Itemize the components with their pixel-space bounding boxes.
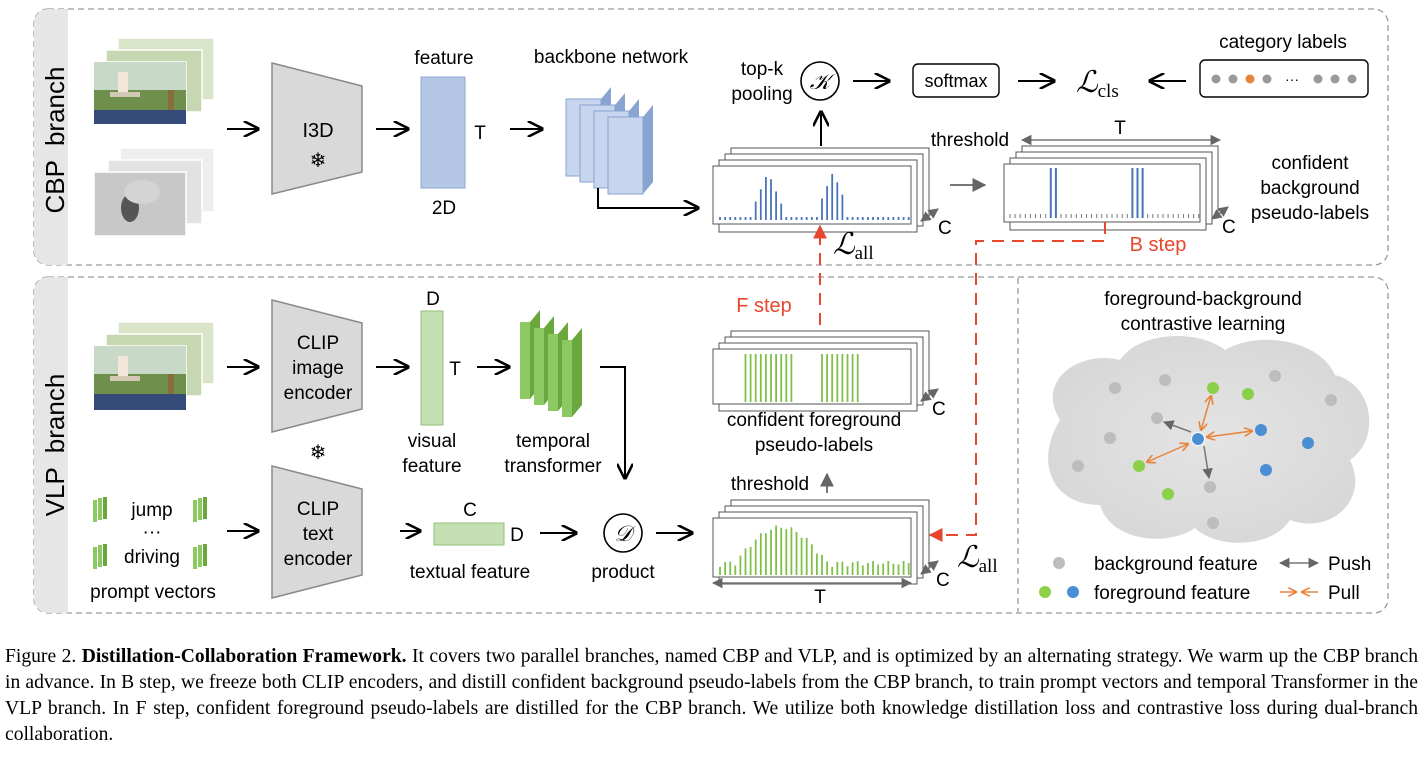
bg-pseudo-bars: [1009, 168, 1200, 218]
contrastive-points: [1072, 370, 1337, 529]
cbp-side-bar: [34, 9, 68, 265]
visual-t-label: T: [449, 359, 461, 380]
temporal-transformer: [520, 310, 582, 417]
framework-diagram: CBP branch I3D ❄ feature T 2D backbone n…: [33, 8, 1389, 614]
vlp-loss-all: ℒall: [957, 541, 998, 577]
d-symbol: 𝒟: [614, 521, 636, 546]
visual-feature-2: feature: [402, 456, 461, 477]
softmax-label: softmax: [924, 71, 987, 91]
bg-pseudo-stack: [1003, 145, 1219, 231]
vlp-t-label: T: [814, 587, 826, 608]
rgb-frames: [93, 37, 215, 125]
softmax-box: [912, 63, 1000, 98]
loss-cls: ℒcls: [1076, 66, 1119, 102]
clip-image-label-2: image: [292, 358, 344, 379]
contrastive-title-1: foreground-background: [1104, 289, 1302, 310]
caption-prefix: Figure 2.: [5, 646, 82, 667]
temporal-label-1: temporal: [516, 431, 590, 452]
legend-pull-label: Pull: [1328, 583, 1360, 604]
vlp-branch-label: VLP branch: [40, 374, 70, 517]
category-ellipsis: ···: [1285, 71, 1299, 87]
legend-fg-green-dot: [1039, 586, 1051, 598]
b-step-label: B step: [1130, 234, 1187, 256]
vlp-panel: [33, 276, 1389, 614]
clip-image-label-3: encoder: [284, 383, 353, 404]
backbone-label: backbone network: [534, 47, 689, 68]
product-node: [603, 513, 643, 553]
clip-image-label-1: CLIP: [297, 333, 339, 354]
push-pull-arrows: [1147, 396, 1252, 480]
feature-label: feature: [414, 48, 473, 69]
i3d-feature: [420, 76, 466, 189]
vlp-threshold-label: threshold: [731, 474, 809, 495]
visual-feature-1: visual: [408, 431, 457, 452]
topk-label-2: pooling: [731, 84, 792, 105]
category-labels-title: category labels: [1219, 32, 1347, 53]
cbp-loss-all: ℒall: [833, 228, 874, 264]
vlp-side-bar: [34, 277, 68, 613]
b-step-arrow: [928, 222, 1106, 542]
confident-fg-2: pseudo-labels: [755, 435, 873, 456]
temporal-label-2: transformer: [504, 456, 602, 477]
confident-fg-1: confident foreground: [727, 410, 901, 431]
caption-body: It covers two parallel branches, named C…: [5, 646, 1418, 745]
flow-frames: [93, 147, 215, 237]
clip-text-encoder: [271, 465, 363, 599]
topk-label-1: top-k: [741, 59, 784, 80]
confident-bg-2: background: [1260, 178, 1359, 199]
cbp-logit-bars: [719, 173, 910, 220]
confident-bg-1: confident: [1271, 153, 1349, 174]
legend-bg-dot: [1053, 557, 1065, 569]
f-step-label: F step: [736, 295, 792, 317]
legend-push-label: Push: [1328, 554, 1371, 575]
clip-image-encoder: [271, 299, 363, 433]
textual-c-label: C: [463, 500, 477, 521]
product-label: product: [591, 562, 655, 583]
freeze-icon: ❄: [310, 150, 327, 172]
backbone-network: [565, 87, 653, 195]
prompt-driving: driving: [124, 547, 180, 568]
clip-text-label-2: text: [303, 524, 334, 545]
feature-t-label: T: [474, 123, 486, 144]
legend-fg-label: foreground feature: [1094, 583, 1250, 604]
fg-pseudo-bars: [744, 354, 859, 402]
cbp-logits-stack: [712, 147, 930, 233]
i3d-encoder: [271, 62, 363, 195]
topk-pooling-node: [800, 61, 840, 101]
prompt-dots: ···: [143, 522, 162, 543]
visual-d-label: D: [426, 289, 440, 310]
textual-feature: [433, 522, 505, 546]
clip-text-label-3: encoder: [284, 549, 353, 570]
vlp-logit-bars: [719, 525, 910, 575]
cbp-logits-c-label: C: [938, 218, 952, 239]
caption-title: Distillation-Collaboration Framework.: [81, 646, 407, 667]
cbp-panel: [33, 8, 1389, 266]
visual-feature: [420, 310, 444, 426]
textual-feature-label: textual feature: [410, 562, 530, 583]
prompt-vector-icons: [93, 497, 207, 569]
legend-bg-label: background feature: [1094, 554, 1258, 575]
prompt-vectors-label: prompt vectors: [90, 582, 216, 603]
vlp-freeze-icon: ❄: [310, 442, 327, 464]
figure-caption: Figure 2. Distillation-Collaboration Fra…: [5, 644, 1418, 748]
bg-t-label: T: [1114, 118, 1126, 139]
confident-bg-3: pseudo-labels: [1251, 203, 1369, 224]
clip-text-label-1: CLIP: [297, 499, 339, 520]
cbp-threshold-label: threshold: [931, 130, 1009, 151]
category-dots: [1211, 74, 1357, 84]
legend-fg-blue-dot: [1067, 586, 1079, 598]
contrastive-title-2: contrastive learning: [1121, 314, 1286, 335]
textual-d-label: D: [510, 525, 524, 546]
prompt-jump: jump: [130, 500, 172, 521]
vlp-rgb-frames: [93, 321, 215, 411]
category-labels-box: [1199, 59, 1369, 98]
feature-cloud: [1048, 336, 1370, 543]
feature-2d-label: 2D: [432, 198, 456, 219]
bg-c-label: C: [1222, 217, 1236, 238]
i3d-label: I3D: [302, 120, 333, 142]
vlp-logits-c-label: C: [936, 570, 950, 591]
fg-c-label: C: [932, 399, 946, 420]
cbp-branch-label: CBP branch: [40, 67, 70, 214]
